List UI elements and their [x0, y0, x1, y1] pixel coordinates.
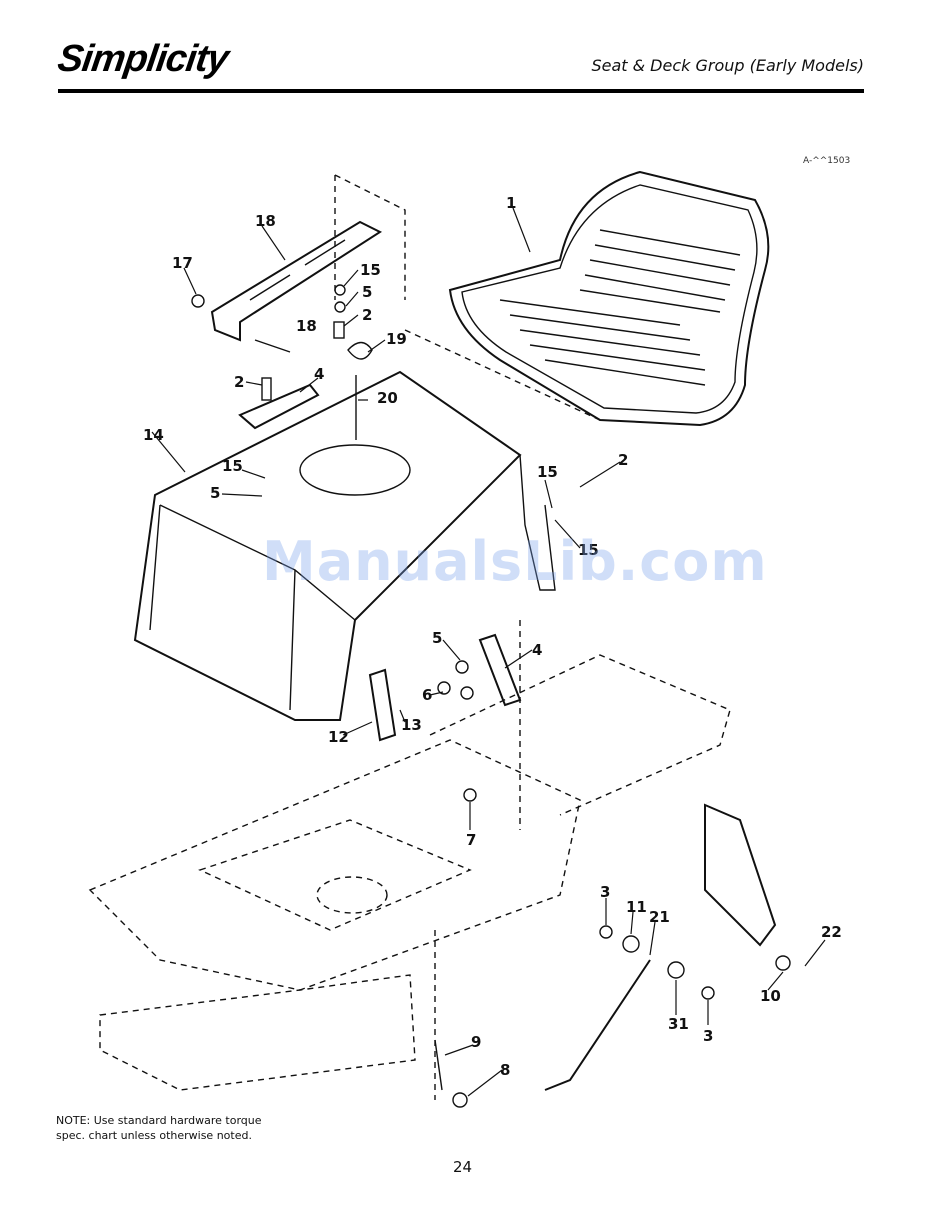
callout-2c: 2 — [618, 451, 628, 469]
callout-6: 6 — [422, 686, 432, 704]
callout-20: 20 — [377, 389, 398, 407]
callout-8: 8 — [500, 1061, 510, 1079]
callout-22: 22 — [821, 923, 842, 941]
callout-5c: 5 — [432, 629, 442, 647]
callout-17: 17 — [172, 254, 193, 272]
callout-21: 21 — [649, 908, 670, 926]
callout-18b: 18 — [296, 317, 317, 335]
callout-5b: 5 — [210, 484, 220, 502]
callout-2b: 2 — [234, 373, 244, 391]
callout-19: 19 — [386, 330, 407, 348]
hardware-note: NOTE: Use standard hardware torque spec.… — [56, 1113, 276, 1143]
callout-15c: 15 — [537, 463, 558, 481]
callout-12: 12 — [328, 728, 349, 746]
callout-7: 7 — [466, 831, 476, 849]
callout-3: 3 — [600, 883, 610, 901]
callout-14: 14 — [143, 426, 164, 444]
callout-1: 1 — [506, 194, 516, 212]
callout-5: 5 — [362, 283, 372, 301]
callout-31: 31 — [668, 1015, 689, 1033]
callout-10: 10 — [760, 987, 781, 1005]
frame-drawing — [90, 620, 730, 1100]
callout-18: 18 — [255, 212, 276, 230]
callout-13: 13 — [401, 716, 422, 734]
callout-15: 15 — [360, 261, 381, 279]
callout-3b: 3 — [703, 1027, 713, 1045]
callout-15b: 15 — [222, 457, 243, 475]
callout-11: 11 — [626, 898, 647, 916]
leader-lines — [152, 208, 825, 1096]
page-number: 24 — [453, 1158, 472, 1176]
callout-4b: 4 — [532, 641, 542, 659]
watermark: ManualsLib.com — [262, 530, 768, 593]
callout-2: 2 — [362, 306, 372, 324]
hardware-right — [370, 635, 790, 1107]
callout-9: 9 — [471, 1033, 481, 1051]
seat-drawing — [450, 172, 768, 425]
callout-4: 4 — [314, 365, 324, 383]
